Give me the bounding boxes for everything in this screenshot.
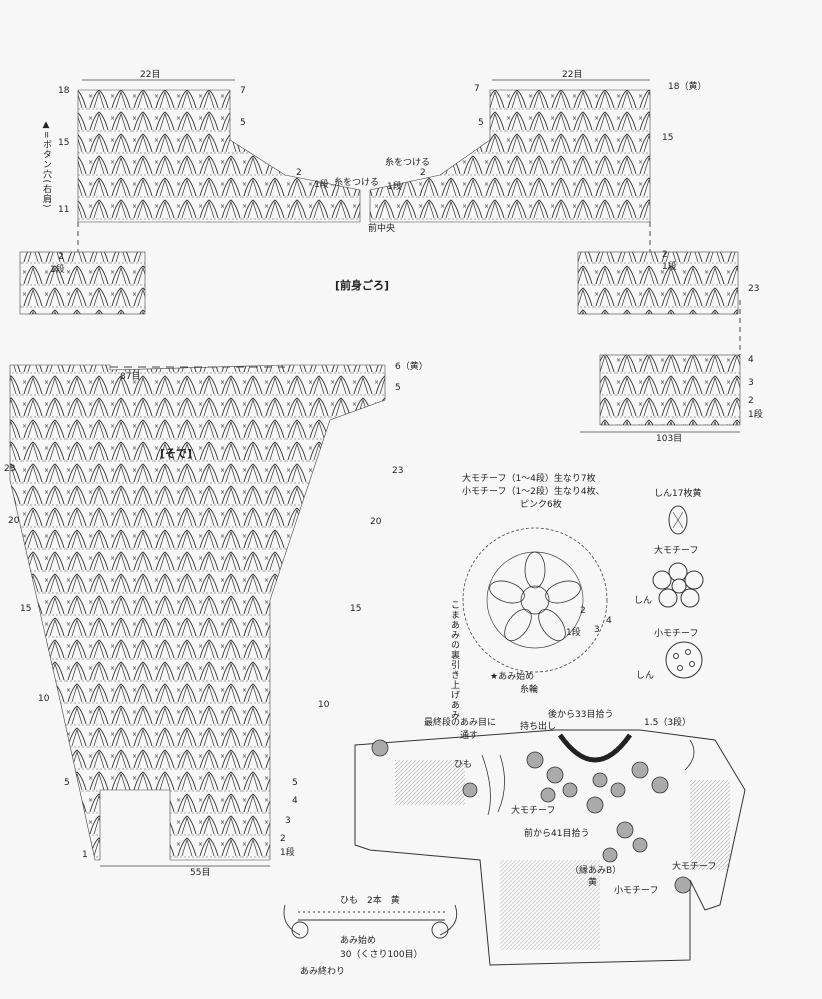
sleeve-row-15: 15 xyxy=(350,604,362,614)
cord-start: あみ始め xyxy=(340,936,377,946)
sleeve-left-5: 5 xyxy=(64,778,70,788)
front-right-mark-1: 1段 xyxy=(662,262,677,272)
sleeve-left-20: 20 xyxy=(8,516,20,526)
motif-shin-1: しん xyxy=(634,596,653,606)
front-row-18: 18 xyxy=(58,86,70,96)
motif-row-2: 2 xyxy=(580,606,586,616)
front-band-row-1: 1段 xyxy=(748,410,763,420)
front-band-row-4: 4 xyxy=(748,355,754,365)
garment-cord: ひも xyxy=(454,760,473,770)
motif-row-3: 3 xyxy=(594,625,600,635)
front-right-row-7: 7 xyxy=(474,84,480,94)
motif-small-pink: ピンク6枚 xyxy=(520,500,562,510)
front-right-row-1: 1段 xyxy=(387,182,402,192)
front-right-row-5: 5 xyxy=(478,118,484,128)
front-left-lower-chart xyxy=(19,251,146,315)
front-band-row-3: 3 xyxy=(748,378,754,388)
motif-large-note: 大モチーフ（1〜4段）生なり7枚 xyxy=(462,474,596,484)
cord-end: あみ終わり xyxy=(300,967,346,977)
motif-raised-stitch: こまあみの裏引き上げあみ xyxy=(449,600,459,720)
sleeve-title: [そで] xyxy=(160,447,193,460)
sleeve-left-23: 23 xyxy=(4,464,16,474)
motif-small-note: 小モチーフ（1〜2段）生なり4枚、 xyxy=(462,487,605,497)
sleeve-left-15: 15 xyxy=(20,604,32,614)
cord-diagram xyxy=(283,904,458,939)
front-bottom-band-chart xyxy=(599,354,741,426)
front-band-row-2: 2 xyxy=(748,396,754,406)
garment-last-row: 最終段のあみ目に xyxy=(424,718,497,728)
garment-illustration xyxy=(354,729,746,966)
front-left-mark-2: 2 xyxy=(296,168,302,178)
front-left-mark-7: 7 xyxy=(240,86,246,96)
front-right-mark-23: 23 xyxy=(748,284,760,294)
small-flower-icon xyxy=(665,641,703,679)
motif-small-label: 小モチーフ xyxy=(654,629,699,639)
front-right-lower-chart xyxy=(577,251,739,315)
front-right-row-2: 2 xyxy=(420,168,426,178)
motif-large-label: 大モチーフ xyxy=(654,546,699,556)
front-width-left: 22目 xyxy=(140,70,161,80)
front-row-2: 2 xyxy=(58,252,64,262)
front-width-right: 22目 xyxy=(562,70,583,80)
front-row-1: 1段 xyxy=(50,265,65,275)
garment-yellow: 黄 xyxy=(588,878,598,888)
garment-large-motif-2: 大モチーフ xyxy=(672,862,717,872)
front-bottom-count: 103目 xyxy=(656,434,683,444)
sleeve-row-3: 3 xyxy=(285,816,291,826)
motif-core-note: しん17枚黄 xyxy=(654,489,702,499)
front-row-15: 15 xyxy=(58,138,70,148)
front-row-11: 11 xyxy=(58,205,70,215)
motif-start: ★あみ始め xyxy=(490,672,535,682)
front-right-mark-2: 2 xyxy=(662,250,668,260)
front-center-label: 前中央 xyxy=(368,224,396,234)
front-left-mark-1: 1段 xyxy=(314,180,329,190)
front-left-shoulder-chart xyxy=(77,89,361,223)
motif-shin-2: しん xyxy=(636,671,655,681)
garment-edging: （縁あみB） xyxy=(570,866,622,876)
sleeve-row-20: 20 xyxy=(370,517,382,527)
garment-front-pick: 前から41目拾う xyxy=(524,829,590,839)
sleeve-row-1: 1段 xyxy=(280,848,295,858)
garment-small-motif: 小モチーフ xyxy=(614,886,659,896)
sleeve-row-4: 4 xyxy=(292,796,298,806)
core-icon xyxy=(668,505,688,535)
front-left-mark-5: 5 xyxy=(240,118,246,128)
motif-row-1: 1段 xyxy=(566,628,581,638)
sleeve-top-count: 87目 xyxy=(120,372,141,382)
sleeve-left-10: 10 xyxy=(38,694,50,704)
motif-row-4: 4 xyxy=(606,616,612,626)
sleeve-row-23: 23 xyxy=(392,466,404,476)
sleeve-row-6: 6（黄） xyxy=(395,362,428,372)
garment-carry: 持ち出し xyxy=(520,722,557,732)
cord-title: ひも 2本 黄 xyxy=(340,896,400,906)
front-right-shoulder-chart xyxy=(369,89,651,223)
attach-right-label: 糸をつける xyxy=(385,158,431,168)
garment-back-pick: 後から33目拾う xyxy=(548,710,614,720)
front-title: [前身ごろ] xyxy=(335,279,390,292)
large-flower-icon xyxy=(652,562,704,608)
front-right-mark-15: 15 xyxy=(662,133,674,143)
sleeve-row-5-top: 5 xyxy=(395,383,401,393)
attach-left-label: 糸をつける xyxy=(334,178,380,188)
sleeve-left-1: 1 xyxy=(82,850,88,860)
motif-chart xyxy=(462,527,608,673)
front-right-mark-18: 18（黄） xyxy=(668,82,707,92)
cord-length: 30（くさり100目） xyxy=(340,950,423,960)
sleeve-row-5: 5 xyxy=(292,778,298,788)
sleeve-bottom-count: 55目 xyxy=(190,868,211,878)
sleeve-row-2: 2 xyxy=(280,834,286,844)
sleeve-row-10: 10 xyxy=(318,700,330,710)
garment-large-motif-1: 大モチーフ xyxy=(511,806,556,816)
motif-ring: 糸輪 xyxy=(520,685,539,695)
buttonhole-note: ▲=ボタン穴(右肩) xyxy=(41,120,51,209)
garment-edge: 1.5（3段） xyxy=(644,718,692,728)
garment-pass: 通す xyxy=(460,731,479,741)
